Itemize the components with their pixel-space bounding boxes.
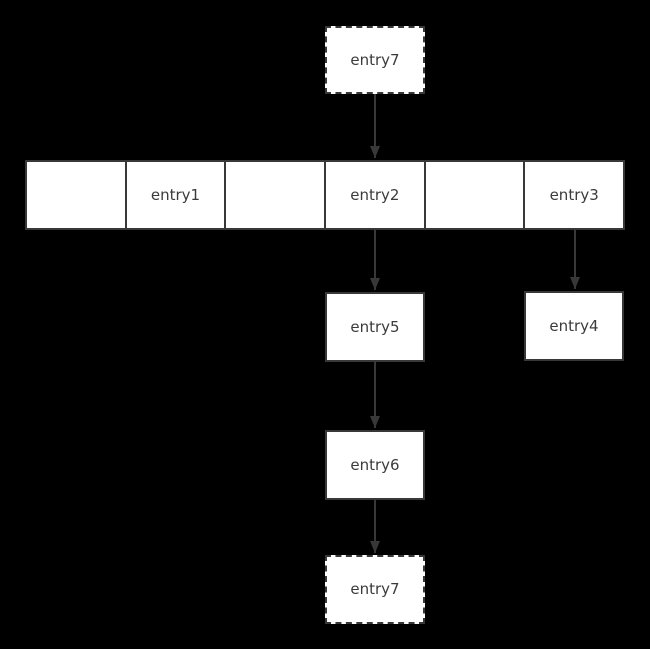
- node-entry6: entry6: [325, 430, 425, 500]
- row-cell-label: entry3: [549, 185, 599, 204]
- row-cell-4: [423, 162, 524, 228]
- row-cell-entry3: entry3: [523, 162, 624, 228]
- row-cell-0: [27, 162, 125, 228]
- row-cell-label: entry2: [350, 185, 400, 204]
- node-label: entry7: [350, 50, 400, 69]
- node-entry4: entry4: [524, 291, 624, 361]
- node-label: entry6: [350, 455, 400, 474]
- hash-table-row: entry1 entry2 entry3: [25, 160, 625, 230]
- row-cell-2: [224, 162, 325, 228]
- node-label: entry4: [549, 316, 599, 335]
- node-entry5: entry5: [325, 292, 425, 362]
- row-cell-label: entry1: [150, 185, 201, 204]
- node-entry7-bottom: entry7: [325, 555, 425, 624]
- row-cell-entry2: entry2: [324, 162, 424, 228]
- row-cell-entry1: entry1: [124, 162, 225, 228]
- node-label: entry7: [350, 580, 400, 598]
- node-entry7-top: entry7: [325, 26, 425, 94]
- node-label: entry5: [350, 317, 400, 336]
